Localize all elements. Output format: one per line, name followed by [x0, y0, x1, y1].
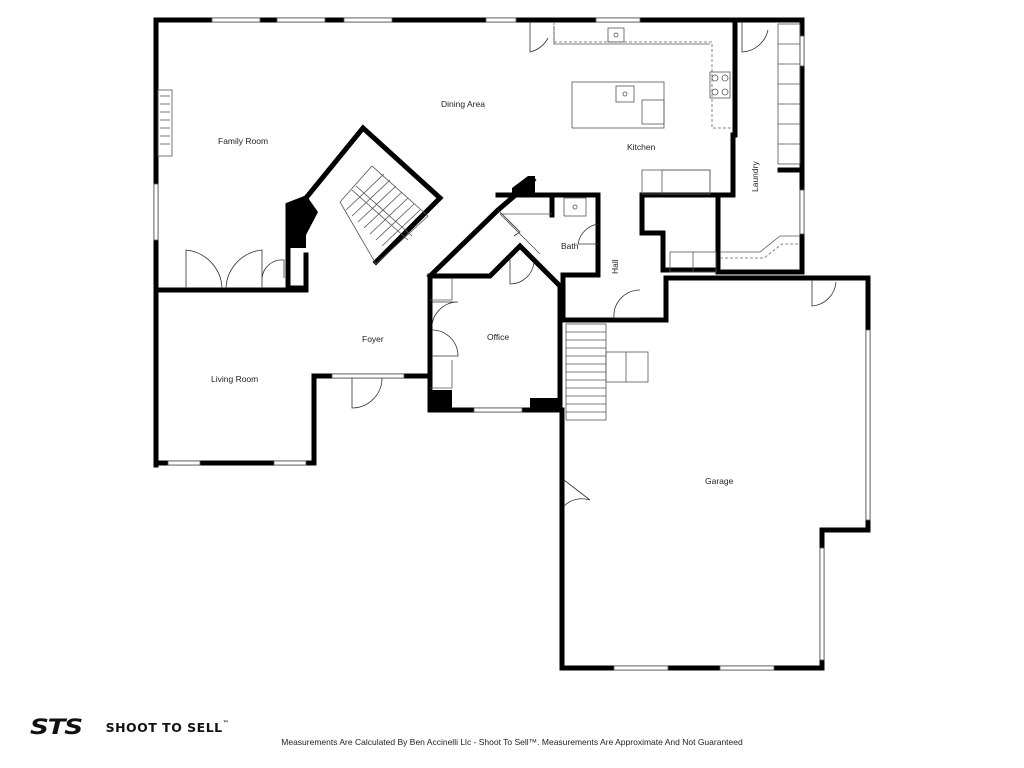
room-label-office: Office — [487, 332, 509, 342]
logo-name-text: SHOOT TO SELL — [105, 719, 223, 735]
sink-icon — [563, 197, 587, 217]
door-swing-icon — [509, 256, 535, 285]
block-stair-left — [288, 195, 318, 248]
wall-hall-west — [560, 192, 601, 323]
wall-living-south — [153, 373, 433, 466]
wall-office-diag — [426, 176, 537, 280]
walls — [153, 17, 871, 671]
logo-mark: STS — [30, 715, 83, 739]
door-swing-icon — [741, 22, 769, 53]
door-swing-icon — [261, 259, 285, 279]
window-icon — [819, 547, 825, 661]
sink-icon — [615, 85, 635, 103]
window-icon — [473, 407, 523, 413]
stove-icon — [709, 71, 731, 99]
sink-icon — [607, 27, 625, 43]
block-office-top — [512, 176, 535, 194]
wall-laundry-divider — [715, 132, 736, 198]
wall-pantry — [639, 192, 721, 273]
room-labels: Family Room Dining Area Kitchen Laundry … — [211, 99, 760, 486]
room-label-hall: Hall — [610, 259, 620, 274]
brand-logo: STS SHOOT TO SELL™ — [30, 715, 229, 739]
window-icon — [865, 329, 871, 521]
laundry-shelves — [777, 23, 801, 165]
kitchen-fixtures — [430, 22, 801, 389]
window-icon — [153, 183, 159, 241]
window-icon — [211, 17, 261, 23]
room-label-living-room: Living Room — [211, 374, 258, 384]
counter-top — [553, 22, 732, 129]
wall-stair-box — [302, 124, 444, 266]
door-swing-icon — [613, 289, 641, 319]
room-label-bath: Bath — [561, 241, 579, 251]
door-swing-icon — [431, 301, 459, 327]
wall-blocks — [288, 176, 562, 412]
door-swing-icon — [811, 280, 837, 307]
logo-trademark: ™ — [222, 719, 230, 727]
window-icon — [273, 460, 307, 466]
wall-laundry-south — [715, 192, 805, 275]
logo-name: SHOOT TO SELL™ — [106, 720, 230, 735]
wall-office-inner — [427, 242, 563, 413]
room-label-laundry: Laundry — [750, 161, 760, 192]
laundry-counter — [720, 235, 800, 253]
door-swing-icon — [563, 479, 591, 507]
wall-garage-east — [819, 275, 871, 671]
door-swing-icon — [497, 209, 521, 237]
window-icon — [485, 17, 517, 23]
stairs — [339, 165, 649, 421]
window-icon — [799, 189, 805, 235]
window-icon — [799, 35, 805, 67]
window-icon — [167, 460, 201, 466]
room-label-kitchen: Kitchen — [627, 142, 656, 152]
windows — [153, 17, 871, 671]
window-icon — [595, 17, 641, 23]
stair-icon — [565, 323, 649, 421]
door-swing-icon — [431, 329, 459, 357]
measurement-disclaimer: Measurements Are Calculated By Ben Accin… — [281, 737, 743, 747]
stair-icon — [339, 165, 429, 265]
room-label-garage: Garage — [705, 476, 734, 486]
room-label-family-room: Family Room — [218, 136, 268, 146]
window-icon — [331, 373, 405, 379]
block-office-sw — [428, 390, 452, 412]
wall-hall-east — [560, 275, 669, 323]
door-swing-icon — [577, 223, 599, 245]
window-icon — [276, 17, 326, 23]
fireplace — [157, 89, 173, 157]
door-swing-icon — [529, 22, 549, 53]
door-swing-icon — [225, 249, 263, 289]
block-office-se — [530, 398, 562, 412]
doors — [185, 22, 837, 507]
room-label-dining-area: Dining Area — [441, 99, 485, 109]
window-icon — [719, 665, 775, 671]
door-swing-icon — [185, 249, 223, 289]
window-icon — [613, 665, 669, 671]
kitchen-island — [571, 81, 665, 129]
room-label-foyer: Foyer — [362, 334, 384, 344]
window-icon — [343, 17, 393, 23]
kitchen-counter-low — [641, 169, 711, 195]
door-swing-icon — [351, 377, 383, 409]
